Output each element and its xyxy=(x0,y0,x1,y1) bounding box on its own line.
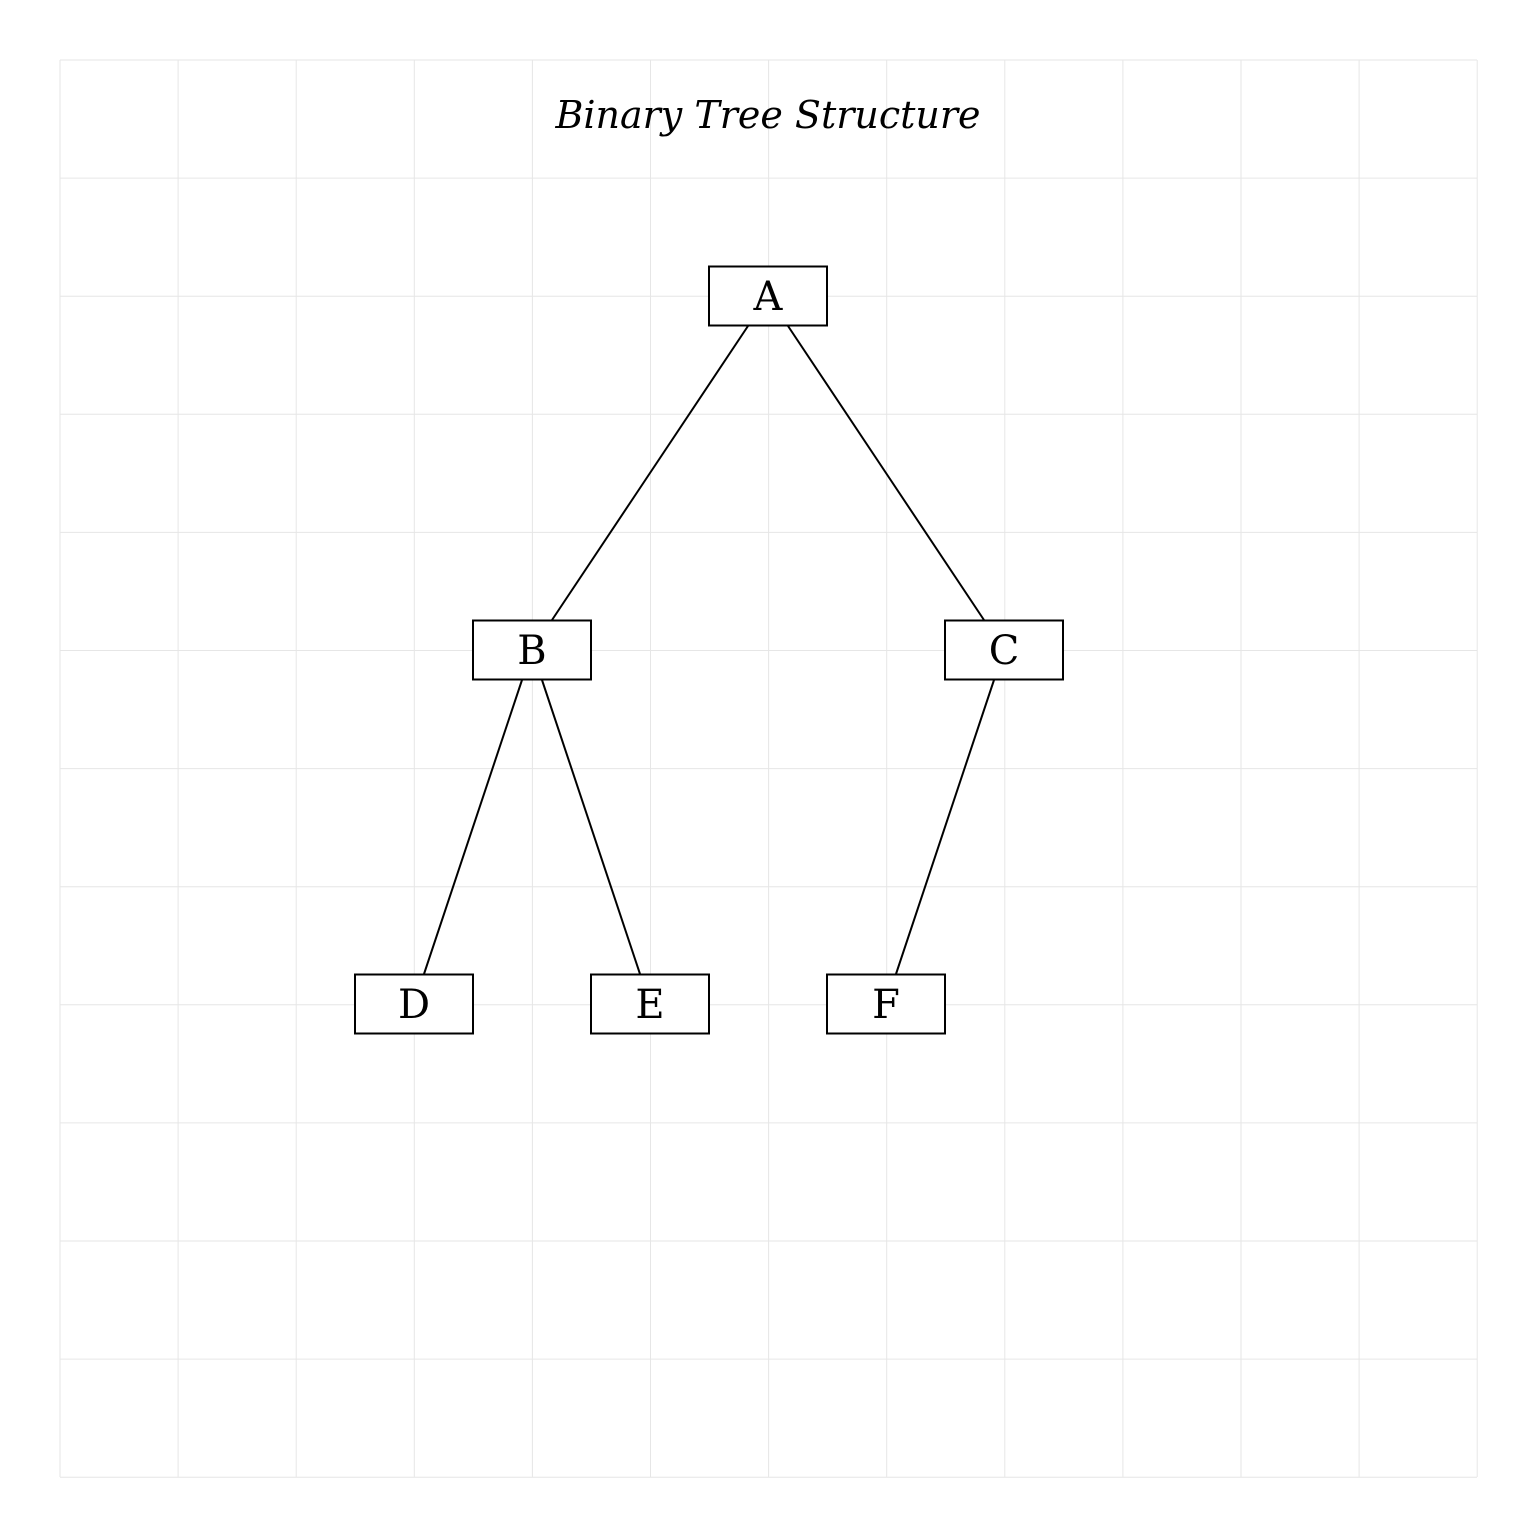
node-label: F xyxy=(872,982,900,1028)
tree-node-e: E xyxy=(590,973,710,1035)
node-label: A xyxy=(753,274,784,320)
node-label: C xyxy=(989,628,1020,674)
tree-node-d: D xyxy=(354,973,474,1035)
background-grid xyxy=(59,59,1478,1478)
node-box xyxy=(944,619,1064,681)
tree-node-f: F xyxy=(826,973,946,1035)
node-label: D xyxy=(398,982,430,1028)
tree-node-b: B xyxy=(472,619,592,681)
node-box xyxy=(472,619,592,681)
node-box xyxy=(590,973,710,1035)
node-label: E xyxy=(635,982,664,1028)
edge-a-c xyxy=(786,324,986,622)
node-box xyxy=(354,973,474,1035)
node-label: B xyxy=(517,628,546,674)
node-box xyxy=(708,265,828,327)
edge-layer xyxy=(422,324,996,975)
tree-node-a: A xyxy=(708,265,828,327)
edge-b-d xyxy=(422,679,524,975)
edge-a-b xyxy=(550,324,750,622)
tree-node-c: C xyxy=(944,619,1064,681)
edge-b-e xyxy=(540,679,642,975)
diagram-title: Binary Tree Structure xyxy=(554,93,980,137)
node-layer: A B C D E F xyxy=(354,265,1064,1035)
node-box xyxy=(826,973,946,1035)
edge-c-f xyxy=(894,679,996,975)
